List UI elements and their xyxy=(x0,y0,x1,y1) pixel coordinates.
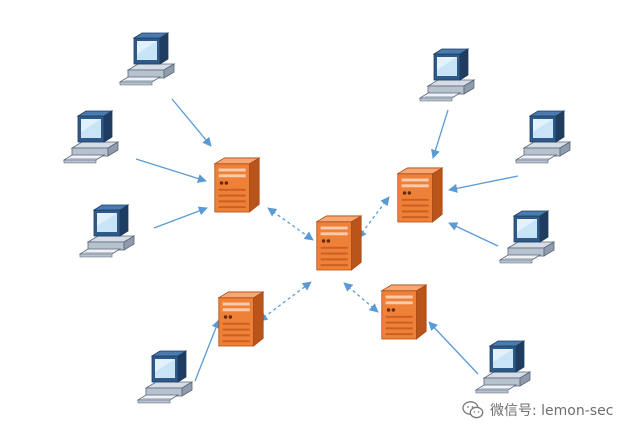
connection-arrow-pc-tr-3-to-server-top-right xyxy=(448,222,499,247)
server-icon-server-top-left xyxy=(214,157,260,213)
server-icon-server-top-right xyxy=(397,167,443,223)
connection-arrow-server-bottom-left-to-central-server xyxy=(258,281,312,322)
computer-icon-pc-tl-3 xyxy=(79,204,135,258)
connections-layer xyxy=(135,98,519,382)
connection-arrow-server-top-left-to-central-server xyxy=(267,207,314,241)
connection-arrow-server-top-right-to-central-server xyxy=(357,196,390,239)
wechat-icon xyxy=(462,401,484,419)
connection-arrow-pc-tr-1-to-server-top-right xyxy=(431,109,449,159)
connection-arrow-pc-tr-2-to-server-top-right xyxy=(448,175,519,193)
computer-icon-pc-tr-1 xyxy=(419,48,475,102)
server-icon-server-bottom-right xyxy=(381,284,427,340)
server-icon-central-server xyxy=(316,215,362,271)
connection-arrow-server-bottom-right-to-central-server xyxy=(343,282,379,313)
watermark-text: 微信号: lemon-sec xyxy=(490,403,614,419)
connection-arrow-pc-tl-1-to-server-top-left xyxy=(171,98,212,147)
computer-icon-pc-bl-1 xyxy=(137,350,193,404)
computer-icon-pc-tr-3 xyxy=(499,210,555,264)
server-icon-server-bottom-left xyxy=(218,291,264,347)
computer-icon-pc-br-1 xyxy=(475,340,531,394)
watermark: 微信号: lemon-sec xyxy=(462,398,613,422)
connection-arrow-pc-tl-2-to-server-top-left xyxy=(135,158,207,183)
connection-arrow-pc-br-1-to-server-bottom-right xyxy=(428,321,479,375)
nodes-layer xyxy=(63,32,571,404)
computer-icon-pc-tl-2 xyxy=(63,110,119,164)
connection-arrow-pc-tl-3-to-server-top-left xyxy=(153,206,208,229)
computer-icon-pc-tr-2 xyxy=(515,110,571,164)
computer-icon-pc-tl-1 xyxy=(119,32,175,86)
connection-arrow-pc-bl-1-to-server-bottom-left xyxy=(194,319,221,382)
